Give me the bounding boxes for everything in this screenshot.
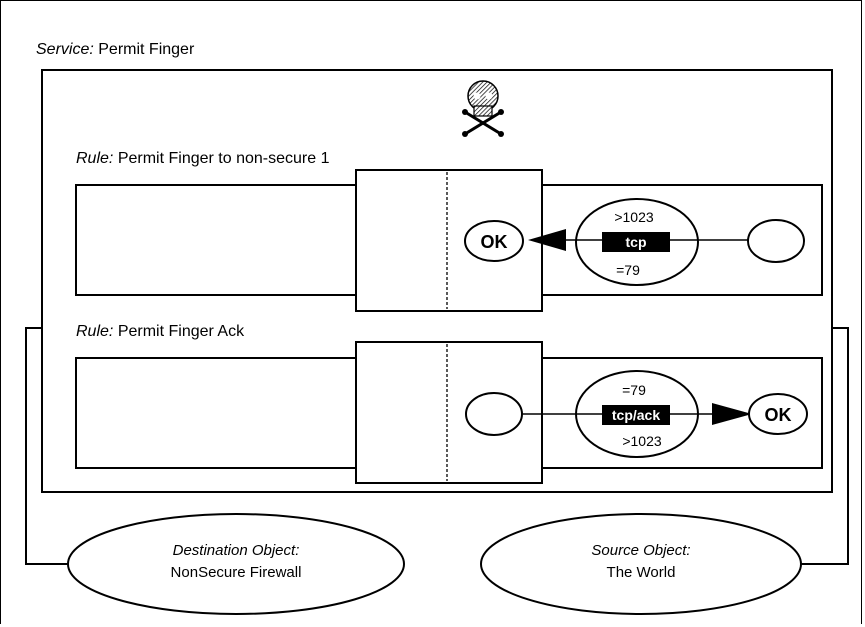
rule-2-port-bottom: >1023 [622,433,662,449]
destination-object-ellipse [67,513,405,615]
rule-1-name: Permit Finger to non-secure 1 [117,150,330,167]
source-object-name: The World [606,564,676,581]
service-label-key: Service: [36,41,94,58]
rule-1-diagram: >1023 tcp =79 OK [75,169,823,312]
destination-object-name: NonSecure Firewall [170,564,302,581]
rule-2-service-ellipse [575,370,699,458]
source-object-ellipse [480,513,802,615]
rule-1-ok-label: OK [481,232,508,252]
rule-2-source-node [465,392,523,436]
rule-2-protocol-label: tcp/ack [612,407,660,423]
rule-1-ok-ellipse [464,220,524,262]
rule-1-protocol-label: tcp [626,234,647,250]
rule-1-arrow [528,229,566,251]
service-box [41,69,833,493]
source-bracket [798,327,849,565]
service-label: Service: Permit Finger [36,41,194,59]
destination-object-title: Destination Object: [172,542,300,559]
rule-1-port-bottom: =79 [616,262,640,278]
rule-2-destination-bar [75,357,357,469]
rule-2-diagram: =79 tcp/ack >1023 OK [75,341,823,484]
rule-2-port-top: =79 [622,382,646,398]
rule-2-ok-label: OK [765,405,792,425]
destination-bracket [25,327,70,565]
rule-1-destination-bar [75,184,357,296]
rule-1-port-top: >1023 [614,209,654,225]
rule-2-protocol-box [602,405,670,425]
rule-2-arrow [712,403,752,425]
rule-1-source-node [747,219,805,263]
rule-2-name: Permit Finger Ack [117,323,245,340]
skull-crossbones-icon [462,80,504,137]
rule-1-service-ellipse [575,198,699,286]
rule-2-ok-ellipse [748,393,808,435]
source-object-text: Source Object: The World [501,540,781,584]
rule-1-label-key: Rule: [76,150,114,167]
destination-object-text: Destination Object: NonSecure Firewall [96,540,376,584]
rule-1-label: Rule: Permit Finger to non-secure 1 [76,150,329,168]
service-name: Permit Finger [98,41,195,58]
rule-2-label: Rule: Permit Finger Ack [76,323,244,341]
source-object-title: Source Object: [591,542,691,559]
rule-1-protocol-box [602,232,670,252]
rule-2-label-key: Rule: [76,323,114,340]
